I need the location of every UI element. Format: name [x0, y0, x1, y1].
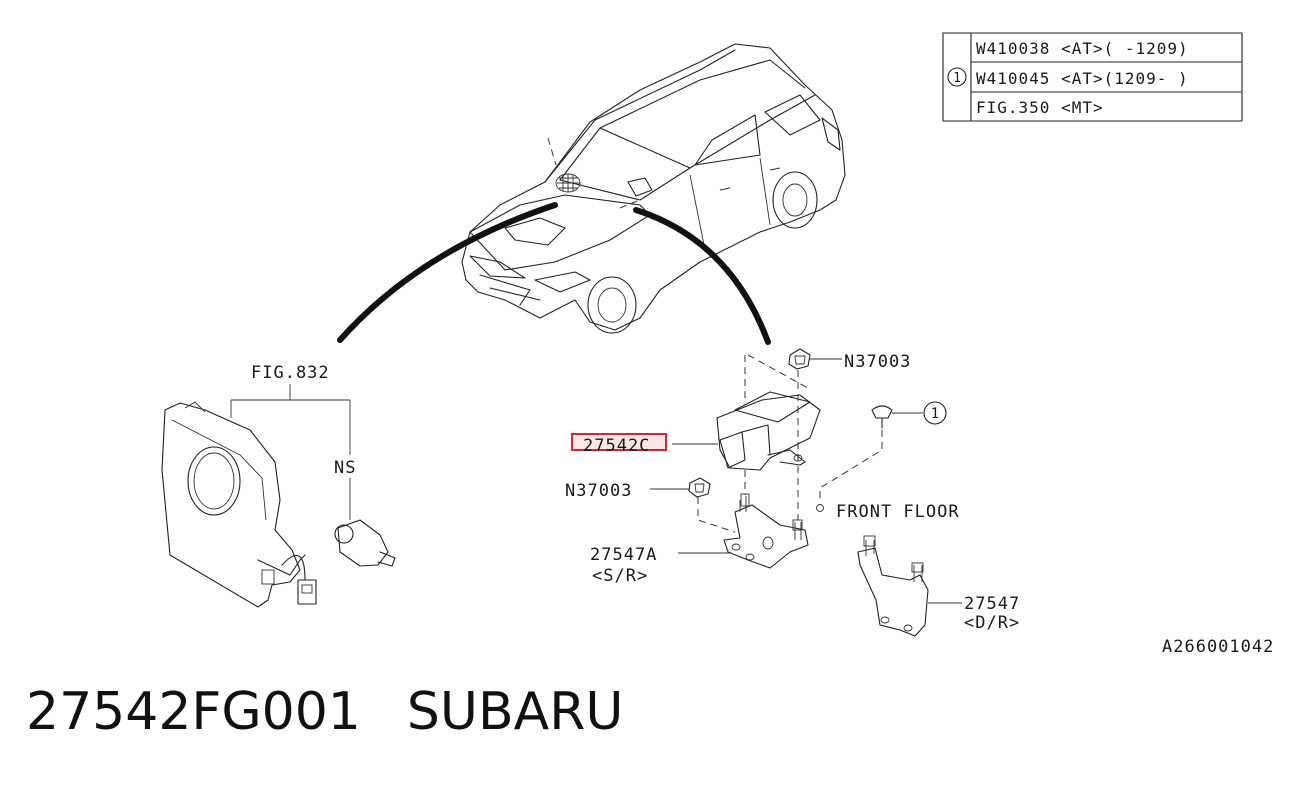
label-ns: NS	[334, 458, 356, 478]
label-drawing-code: A266001042	[1162, 637, 1274, 657]
table-row-3: FIG.350 <MT>	[976, 98, 1104, 117]
label-part-27542[interactable]: 27542C	[583, 436, 650, 456]
steering-sensor-illustration	[161, 384, 396, 608]
label-n37003-top: N37003	[844, 352, 911, 372]
label-part-27547a: 27547A	[590, 545, 657, 565]
part-highlight-box[interactable]	[571, 433, 667, 451]
table-row-1: W410038 <AT>( -1209)	[976, 39, 1189, 58]
pointer-arc-left	[337, 202, 558, 343]
label-fig832: FIG.832	[251, 363, 330, 383]
label-dr: <D/R>	[964, 613, 1020, 633]
label-n37003-left: N37003	[565, 481, 632, 501]
vehicle-illustration	[461, 43, 846, 334]
table-ref-number: 1	[953, 71, 961, 86]
table-row-2: W410045 <AT>(1209- )	[976, 69, 1189, 88]
callout-ref-circle	[923, 401, 947, 425]
pointer-arc-right	[633, 207, 771, 345]
footer-caption: 27542FG001 SUBARU	[26, 682, 623, 742]
reference-table: 1 W410038 <AT>( -1209) W410045 <AT>(1209…	[942, 32, 1243, 122]
callout-ref-number: 1	[931, 406, 939, 422]
label-sr: <S/R>	[592, 566, 648, 586]
footer-part-number: 27542FG001	[26, 682, 361, 742]
footer-brand: SUBARU	[406, 682, 624, 742]
label-part-27547: 27547	[964, 594, 1020, 614]
highlighted-part[interactable]: 27542C	[571, 433, 667, 456]
sensor-location-hatch	[555, 173, 581, 193]
label-front-floor: FRONT FLOOR	[836, 502, 960, 522]
table-ref-circle	[947, 67, 967, 87]
yaw-sensor-illustration	[650, 348, 962, 637]
